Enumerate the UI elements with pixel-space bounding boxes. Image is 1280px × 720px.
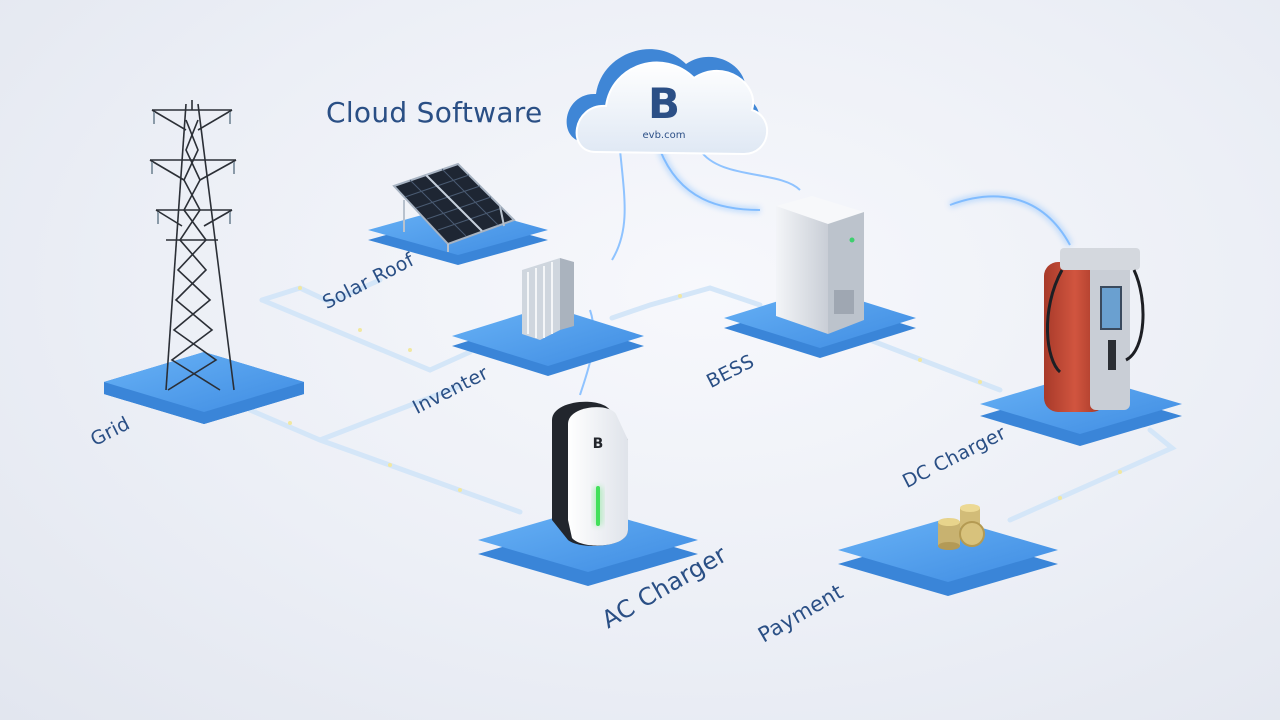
cloud-logo-letter: B <box>648 79 680 128</box>
cloud-software-label: Cloud Software <box>326 96 543 129</box>
cloud-link-glow <box>657 148 1073 247</box>
ac-charger-logo: B <box>593 436 604 452</box>
payment-platform <box>838 518 1058 596</box>
transmission-tower-icon <box>149 100 237 391</box>
cloud-software-icon: B evb.com <box>566 49 769 156</box>
solar-panel-icon <box>392 162 516 252</box>
bess-cabinet-icon <box>776 196 864 334</box>
inverter-icon <box>522 258 574 340</box>
ac-charger-icon: B <box>552 401 628 546</box>
coins-icon <box>938 504 985 550</box>
grid-platform <box>104 352 304 424</box>
cloud-domain: evb.com <box>643 130 686 141</box>
dc-charger-icon <box>1044 248 1145 412</box>
cable-lights <box>288 286 1122 500</box>
